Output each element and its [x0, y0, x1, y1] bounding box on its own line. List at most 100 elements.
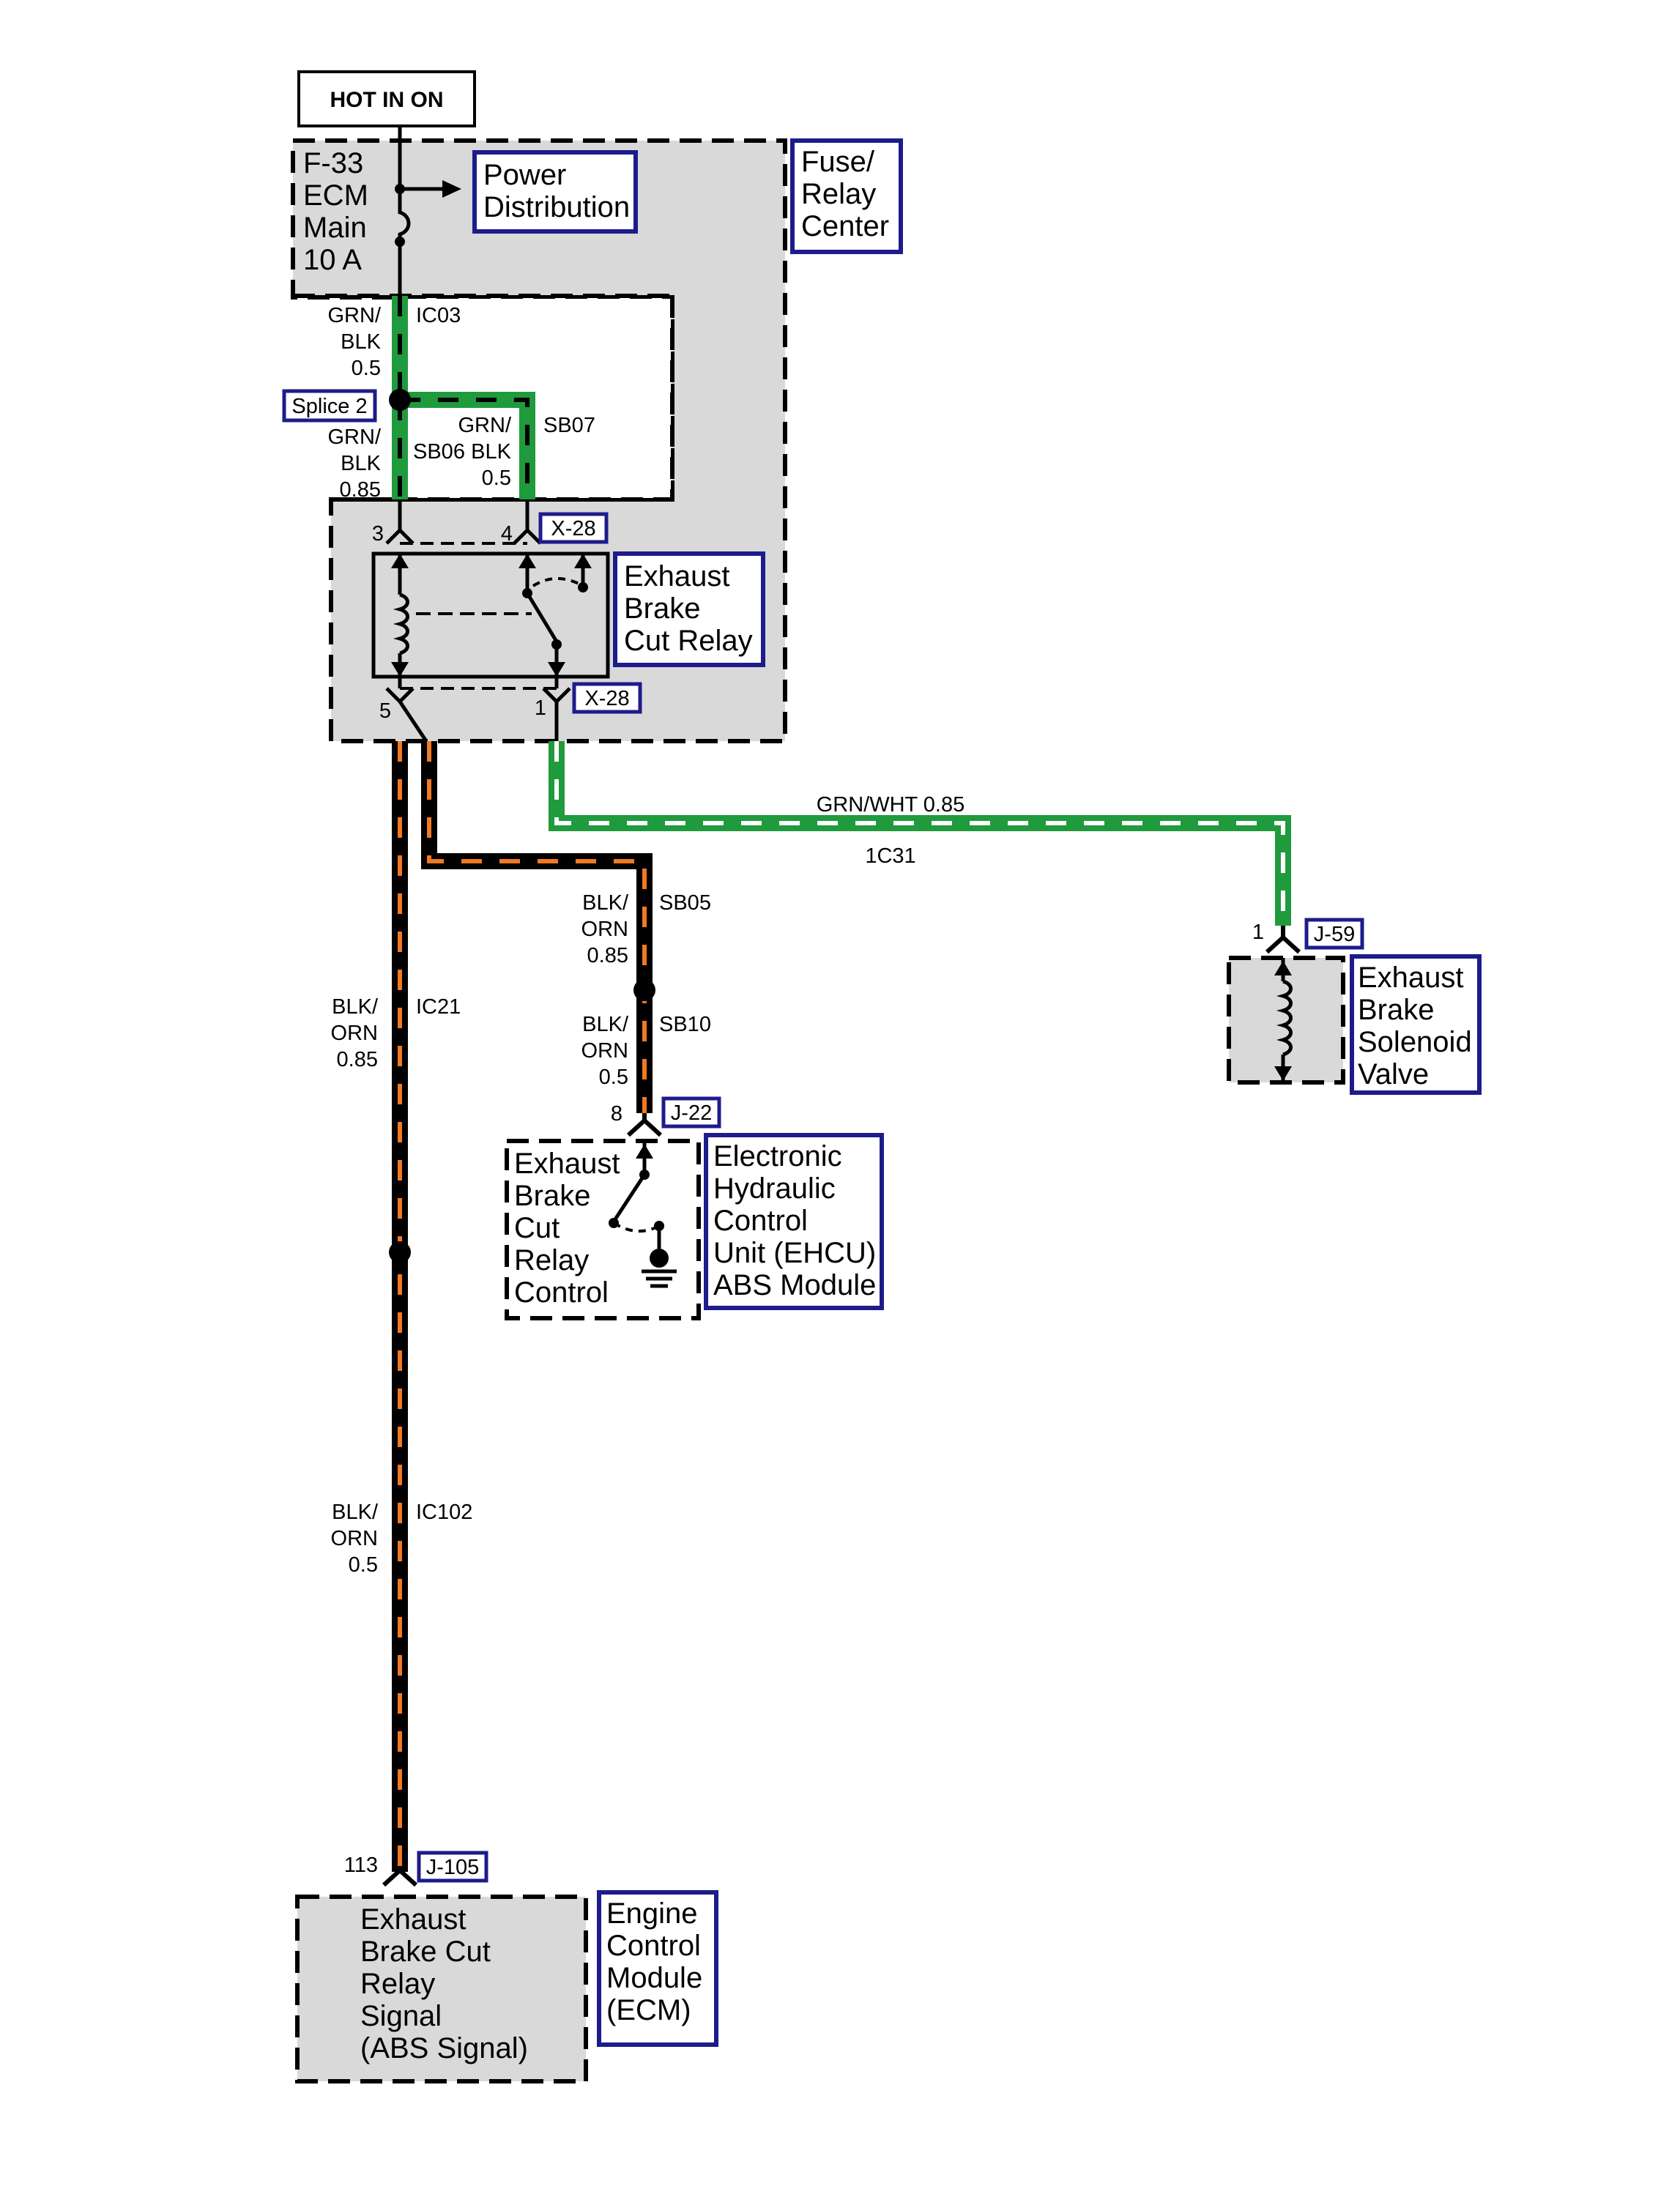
ehcu-inner-5: Control [514, 1276, 609, 1309]
sb06-gauge: 0.85 [340, 478, 381, 502]
ic03-color-2: BLK [341, 330, 381, 354]
ic03-circuit: IC03 [416, 304, 461, 327]
solenoid-label-2: Brake [1358, 994, 1435, 1026]
sb10-gauge: 0.5 [599, 1066, 628, 1089]
grn-wht-wire-1c31 [549, 741, 1291, 926]
fuse-name-2: Main [303, 212, 367, 244]
ic21-color-2: ORN [331, 1022, 378, 1045]
ehcu-pin: 8 [611, 1102, 622, 1126]
ecm-label-1: Engine [606, 1897, 698, 1930]
power-distribution-label-2: Distribution [483, 191, 630, 223]
relay-pin-4: 4 [501, 522, 513, 546]
ehcu-label-3: Control [713, 1205, 808, 1237]
ecm-label-2: Control [606, 1930, 701, 1962]
relay-nc-contact-dot [578, 582, 588, 592]
ehcu-inner-3: Cut [514, 1212, 560, 1244]
splice-2-box [282, 389, 377, 423]
ehcu-label-1: Electronic [713, 1140, 842, 1172]
ehcu-switch-arrow-icon [636, 1144, 653, 1159]
solenoid-pin: 1 [1252, 921, 1264, 944]
solenoid-label-box [1350, 954, 1482, 1095]
ecm-inner-2: Brake Cut [360, 1936, 491, 1968]
relay-coil-top-arrow-icon [391, 554, 409, 568]
fuse-relay-center-label-2: Relay [801, 178, 876, 210]
splice-2-node [389, 389, 411, 411]
ecm-inner-3: Relay [360, 1968, 435, 2000]
relay-switch-blade [525, 592, 559, 643]
fuse-id: F-33 [303, 147, 363, 179]
relay-connector-bottom-box [572, 682, 642, 714]
ic102-circuit: IC102 [416, 1501, 472, 1524]
ehcu-label-4: Unit (EHCU) [713, 1237, 876, 1269]
relay-coil-bottom-arrow-icon [391, 662, 409, 677]
ecm-terminal [382, 1867, 418, 1887]
sb07-circuit: SB07 [543, 414, 595, 437]
solenoid-label-3: Solenoid [1358, 1026, 1472, 1058]
1c31-spec: GRN/WHT 0.85 [817, 793, 965, 817]
ehcu-label-5: ABS Module [713, 1269, 876, 1301]
ic102-color-1: BLK/ [332, 1501, 379, 1524]
relay-nc-arrow-icon [574, 554, 592, 568]
hot-in-on-label: HOT IN ON [330, 88, 444, 112]
relay-coil-icon [393, 592, 409, 655]
ecm-pin: 113 [344, 1854, 378, 1877]
sb07-color-2: BLK [471, 440, 511, 464]
ehcu-label-2: Hydraulic [713, 1172, 836, 1205]
relay-pin-1: 1 [535, 696, 546, 720]
sb10-circuit: SB10 [659, 1013, 711, 1036]
sb06-color-1: GRN/ [328, 425, 382, 449]
solenoid-top-arrow-icon [1274, 961, 1292, 975]
solenoid-terminal [1265, 926, 1301, 954]
ecm-signal-box [295, 1895, 588, 2083]
ehcu-ground-dot [650, 1249, 669, 1268]
ehcu-inner-2: Brake [514, 1180, 591, 1212]
ehcu-inner-1: Exhaust [514, 1148, 620, 1180]
sb05-color-1: BLK/ [582, 891, 629, 915]
fuse-name-1: ECM [303, 179, 368, 212]
ehcu-label-box [704, 1133, 884, 1310]
power-distribution-arrow-icon [442, 180, 461, 198]
fuse-relay-center-label-1: Fuse/ [801, 146, 875, 178]
sb05-circuit: SB05 [659, 891, 711, 915]
relay-switch-top-arrow-icon [519, 554, 536, 568]
fuse-relay-center-label-3: Center [801, 210, 889, 242]
relay-pin-5: 5 [379, 699, 391, 723]
ecm-label-box [597, 1890, 718, 2047]
relay-label-box [613, 551, 765, 667]
relay-connector-bottom: X-28 [584, 687, 629, 710]
grn-blk-wires [392, 296, 535, 499]
ecm-connector-box [417, 1851, 488, 1883]
solenoid-coil-icon [1276, 979, 1293, 1057]
ground-icon [642, 1269, 677, 1288]
ecm-label-4: (ECM) [606, 1994, 691, 2026]
fuse-relay-center-box [790, 138, 903, 254]
relay-pin-3-terminal [385, 499, 415, 545]
ic21-color-1: BLK/ [332, 995, 379, 1019]
ehcu-inner-4: Relay [514, 1244, 589, 1276]
ecm-inner-1: Exhaust [360, 1903, 467, 1936]
ic21-circuit: IC21 [416, 995, 461, 1019]
ehcu-connector: J-22 [671, 1101, 712, 1125]
ecm-label-3: Module [606, 1962, 702, 1994]
ecm-connector: J-105 [426, 1856, 480, 1879]
relay-label-3: Cut Relay [624, 625, 753, 657]
relay-connector-top-box [538, 512, 609, 544]
sb10-color-1: BLK/ [582, 1013, 629, 1036]
exhaust-brake-solenoid-valve [1227, 956, 1345, 1085]
relay-nc-contact [532, 577, 584, 587]
ehcu-relay-control-box [505, 1139, 701, 1320]
ehcu-switch-blade [612, 1173, 647, 1223]
ehcu-connector-box [661, 1096, 721, 1129]
1c31-circuit: 1C31 [865, 844, 915, 868]
solenoid-connector: J-59 [1314, 923, 1355, 946]
solenoid-label-1: Exhaust [1358, 962, 1464, 994]
ic21-gauge: 0.85 [337, 1048, 378, 1071]
solenoid-label-4: Valve [1358, 1058, 1429, 1090]
ic102-color-2: ORN [331, 1527, 378, 1550]
sb05-color-2: ORN [581, 918, 628, 941]
relay-label-1: Exhaust [624, 560, 730, 592]
fuse-icon [398, 192, 411, 242]
relay-connector-top: X-28 [551, 517, 595, 540]
relay-pin-5-diagonal [398, 700, 428, 743]
